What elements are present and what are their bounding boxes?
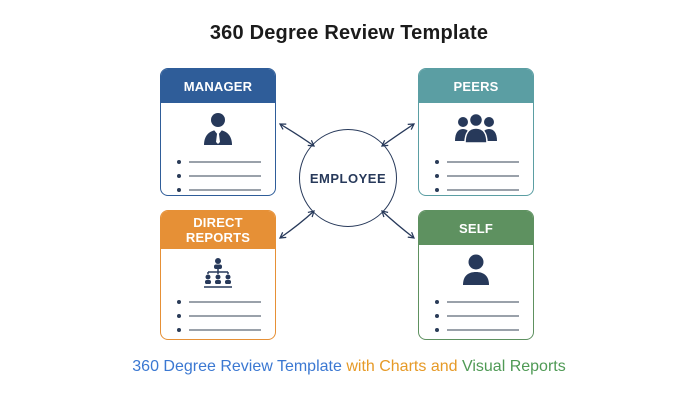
list-item [177, 309, 261, 323]
manager-icon [161, 111, 275, 145]
arrow-manager-employee [278, 123, 316, 147]
list-item [177, 155, 261, 169]
manager-card-header: MANAGER [161, 69, 275, 103]
arrow-direct-employee [278, 210, 315, 239]
peers-group-icon [419, 113, 533, 143]
org-chart-icon [161, 257, 275, 289]
list-item [177, 323, 261, 337]
list-item [435, 323, 519, 337]
footer-part-2: with Charts [346, 358, 427, 375]
peers-card: PEERS [418, 68, 534, 196]
footer-caption: 360 Degree Review Template with Charts a… [0, 358, 698, 376]
list-item [435, 309, 519, 323]
manager-list [177, 155, 261, 195]
page-title: 360 Degree Review Template [209, 22, 489, 44]
list-item [435, 169, 519, 183]
footer-part-4: Visual Reports [461, 358, 566, 375]
direct-reports-label-line2: REPORTS [185, 230, 251, 245]
self-list [435, 295, 519, 337]
list-item [435, 295, 519, 309]
list-item [177, 295, 261, 309]
direct-reports-card-header: DIRECT REPORTS [161, 211, 275, 249]
employee-node: EMPLOYEE [299, 129, 397, 227]
arrow-self-employee [381, 210, 415, 239]
self-card-header: SELF [419, 211, 533, 245]
footer-part-1: 360 Degree Review Template [132, 358, 342, 375]
self-card: SELF [418, 210, 534, 340]
direct-reports-label-line1: DIRECT [193, 215, 243, 230]
peers-card-header: PEERS [419, 69, 533, 103]
list-item [435, 155, 519, 169]
list-item [177, 169, 261, 183]
list-item [435, 183, 519, 195]
peers-list [435, 155, 519, 195]
footer-part-3: and [430, 358, 458, 375]
direct-reports-list [177, 295, 261, 337]
person-icon [419, 253, 533, 285]
direct-reports-card: DIRECT REPORTS [160, 210, 276, 340]
list-item [177, 183, 261, 195]
manager-card: MANAGER [160, 68, 276, 196]
arrow-peers-employee [380, 123, 416, 147]
